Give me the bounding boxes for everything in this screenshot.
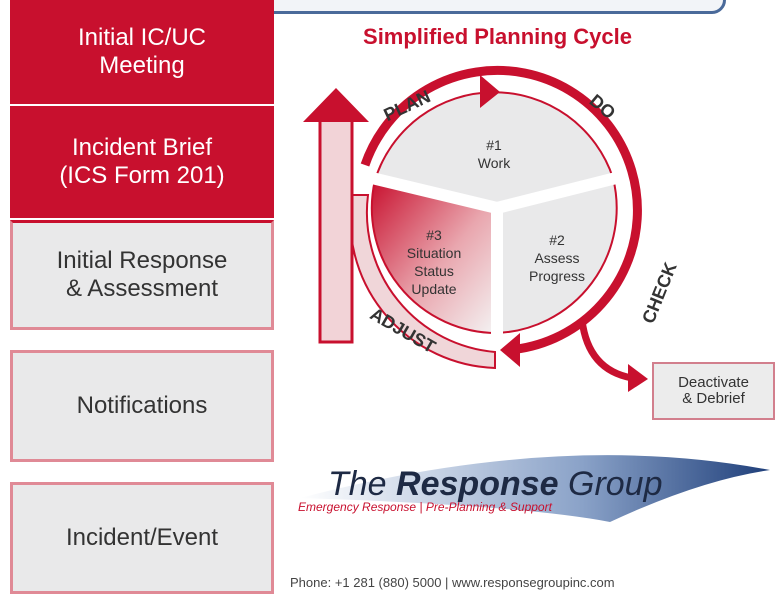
cycle-ring-arrow: [360, 65, 642, 355]
label-check: CHECK: [638, 259, 681, 326]
step-initial-response-assessment: Initial Response & Assessment: [10, 220, 274, 330]
adjust-band: [349, 194, 496, 370]
segment-2-line2: Progress: [529, 268, 585, 284]
label-do: DO: [586, 90, 620, 123]
step-incident-event: Incident/Event: [10, 482, 274, 594]
check-arrowhead: [500, 333, 520, 367]
segment-3-number: #3: [426, 227, 442, 243]
adjust-up-arrowhead: [303, 88, 369, 122]
segment-3-line3: Update: [411, 281, 456, 297]
logo-swoosh: [300, 455, 770, 522]
footer-contact: Phone: +1 281 (880) 5000 | www.responseg…: [290, 575, 615, 590]
company-logo-name: The Response Group: [328, 465, 663, 503]
step-incident-brief: Incident Brief (ICS Form 201): [10, 106, 274, 218]
segment-2-line1: Assess: [534, 250, 579, 266]
company-tagline: Emergency Response | Pre-Planning & Supp…: [298, 500, 552, 514]
segment-2-number: #2: [549, 232, 565, 248]
segment-3-line1: Situation: [407, 245, 461, 261]
deactivate-branch-arrow: [578, 319, 633, 382]
adjust-up-arrow-shaft: [318, 118, 354, 344]
segment-1-number: #1: [486, 137, 502, 153]
plan-arrowhead: [480, 75, 500, 108]
segment-1-text: Work: [478, 155, 511, 171]
cycle-title: Simplified Planning Cycle: [363, 24, 632, 49]
segment-assess-progress: [496, 176, 618, 335]
step-notifications: Notifications: [10, 350, 274, 462]
segment-3-line2: Status: [414, 263, 454, 279]
step-initial-ic-uc-meeting: Initial IC/UC Meeting: [10, 0, 274, 104]
deactivate-debrief-box: Deactivate & Debrief: [652, 362, 775, 420]
segment-situation-status: [370, 178, 498, 335]
